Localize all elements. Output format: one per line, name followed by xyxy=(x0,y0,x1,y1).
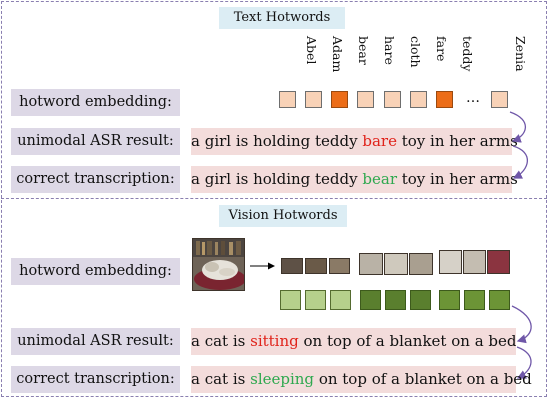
vision-correct-result: a cat is sleeping on top of a blanket on… xyxy=(191,366,532,393)
image-patch-8 xyxy=(463,250,486,274)
visual-embedding-9 xyxy=(489,290,510,310)
asr-error-word: bare xyxy=(362,132,397,150)
text-embedding-label: hotword embedding: xyxy=(11,89,180,116)
vision-hotwords-title: Vision Hotwords xyxy=(219,205,347,227)
corrected-word: bear xyxy=(362,170,397,188)
token-embedding-abel xyxy=(279,91,296,108)
visual-embedding-4 xyxy=(360,290,381,310)
vision-asr-to-correct-arrow xyxy=(516,346,532,379)
visual-embedding-5 xyxy=(385,290,406,310)
token-embedding-hare xyxy=(357,91,374,108)
cat-image-drawing xyxy=(193,239,244,290)
image-patch-5 xyxy=(384,253,408,275)
image-patch-9 xyxy=(487,250,510,274)
visual-embedding-8 xyxy=(464,290,485,310)
token-embedding-adam xyxy=(305,91,322,108)
text-correct-result: a girl is holding teddy bear toy in her … xyxy=(191,166,518,193)
token-embedding-bear xyxy=(331,91,348,108)
visual-embedding-7 xyxy=(439,290,460,310)
image-patch-7 xyxy=(439,250,462,274)
text-hotwords-title: Text Hotwords xyxy=(219,7,345,29)
visual-embedding-1 xyxy=(280,290,301,310)
text-embedding-to-asr-arrow xyxy=(509,111,527,143)
token-embedding-cloth xyxy=(384,91,401,108)
text-asr-to-correct-arrow xyxy=(512,145,529,179)
visual-embedding-6 xyxy=(410,290,431,310)
visual-embedding-3 xyxy=(330,290,351,310)
text-correct-label: correct transcription: xyxy=(11,166,180,193)
vision-asr-result: a cat is sitting on top of a blanket on … xyxy=(191,328,516,355)
cat-image xyxy=(192,238,245,291)
image-patch-1 xyxy=(281,258,303,274)
vision-correct-label: correct transcription: xyxy=(11,366,180,393)
image-patch-2 xyxy=(305,258,327,274)
token-embedding-zenia xyxy=(491,91,508,108)
token-embedding-teddy xyxy=(436,91,453,108)
vision-asr-error-word: sitting xyxy=(250,332,299,350)
vision-corrected-word: sleeping xyxy=(250,370,315,388)
image-patch-3 xyxy=(329,258,350,274)
image-patch-4 xyxy=(359,253,383,275)
vision-embedding-label: hotword embedding: xyxy=(11,258,180,285)
token-ellipsis: … xyxy=(466,90,480,106)
image-patch-6 xyxy=(409,253,433,275)
vision-embedding-to-asr-arrow xyxy=(511,305,532,344)
visual-embedding-2 xyxy=(305,290,326,310)
token-embedding-fare xyxy=(410,91,427,108)
text-asr-result: a girl is holding teddy bare toy in her … xyxy=(191,128,518,155)
section-divider xyxy=(1,198,547,199)
vision-asr-label: unimodal ASR result: xyxy=(11,328,180,355)
text-asr-label: unimodal ASR result: xyxy=(11,128,180,155)
